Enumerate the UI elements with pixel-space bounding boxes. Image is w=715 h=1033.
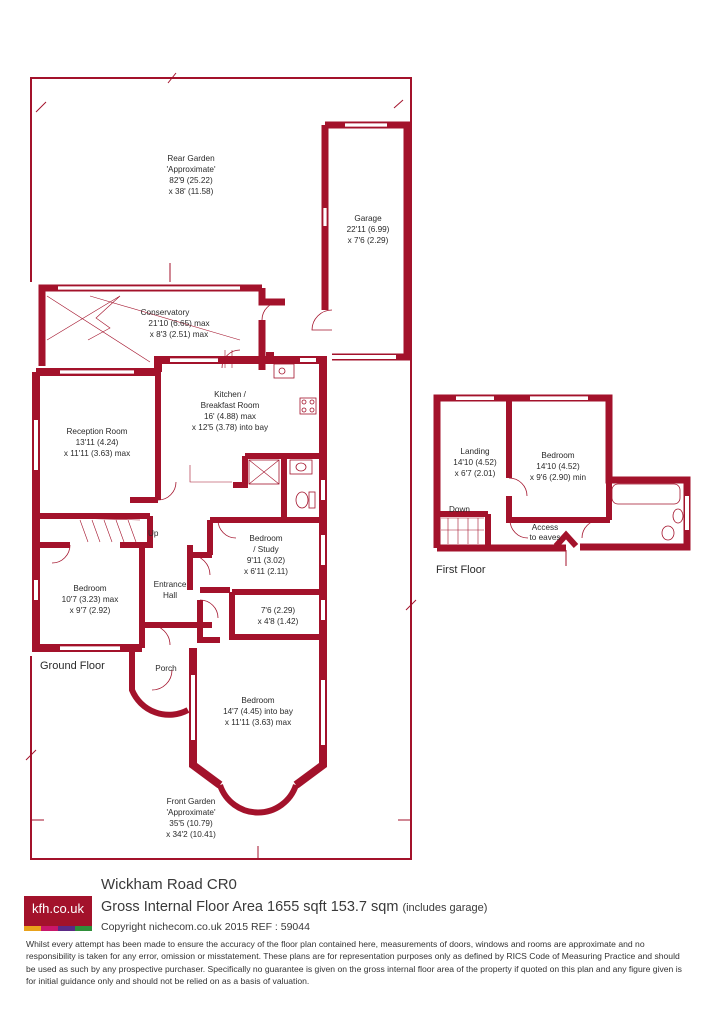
gia-main: Gross Internal Floor Area 1655 sqft 153.… bbox=[101, 899, 399, 915]
plot-boundary bbox=[25, 72, 417, 860]
room-label-front-garden: Front Garden 'Approximate' 35'5 (10.79) … bbox=[166, 797, 216, 839]
svg-text:Hall: Hall bbox=[163, 591, 177, 600]
svg-text:Rear Garden: Rear Garden bbox=[167, 154, 215, 163]
room-label-bedroom-first: Bedroom 14'10 (4.52) x 9'6 (2.90) min bbox=[530, 451, 587, 482]
svg-text:13'11 (4.24): 13'11 (4.24) bbox=[76, 438, 119, 447]
stairs-down-label: Down bbox=[449, 505, 470, 514]
house-walls bbox=[32, 352, 327, 816]
room-label-eaves: Access to eaves bbox=[530, 523, 561, 542]
svg-text:22'11 (6.99): 22'11 (6.99) bbox=[347, 225, 390, 234]
garage-walls bbox=[311, 121, 411, 361]
kfh-logo: kfh.co.uk bbox=[24, 896, 92, 931]
room-label-rear-garden: Rear Garden 'Approximate' 82'9 (25.22) x… bbox=[166, 154, 216, 196]
svg-text:x 9'6 (2.90) min: x 9'6 (2.90) min bbox=[530, 473, 587, 482]
svg-text:'Approximate': 'Approximate' bbox=[166, 808, 216, 817]
svg-text:9'11 (3.02): 9'11 (3.02) bbox=[247, 556, 286, 565]
svg-text:14'10 (4.52): 14'10 (4.52) bbox=[453, 458, 497, 467]
svg-text:to eaves: to eaves bbox=[530, 533, 561, 542]
svg-text:x 38' (11.58): x 38' (11.58) bbox=[169, 187, 214, 196]
room-label-small-room: 7'6 (2.29) x 4'8 (1.42) bbox=[258, 606, 299, 626]
ground-floor-label: Ground Floor bbox=[40, 660, 105, 672]
svg-text:x 8'3 (2.51) max: x 8'3 (2.51) max bbox=[150, 330, 208, 339]
svg-text:/ Study: / Study bbox=[253, 545, 279, 554]
svg-text:x 4'8 (1.42): x 4'8 (1.42) bbox=[258, 617, 299, 626]
room-label-porch: Porch bbox=[155, 664, 177, 673]
room-label-landing: Landing 14'10 (4.52) x 6'7 (2.01) bbox=[453, 447, 497, 478]
svg-text:x 6'7 (2.01): x 6'7 (2.01) bbox=[455, 469, 496, 478]
svg-text:14'10 (4.52): 14'10 (4.52) bbox=[536, 462, 580, 471]
svg-text:Kitchen /: Kitchen / bbox=[214, 390, 247, 399]
svg-text:Porch: Porch bbox=[155, 664, 177, 673]
room-label-garage: Garage 22'11 (6.99) x 7'6 (2.29) bbox=[347, 214, 390, 245]
svg-text:82'9 (25.22): 82'9 (25.22) bbox=[169, 176, 213, 185]
room-label-reception: Reception Room 13'11 (4.24) x 11'11 (3.6… bbox=[64, 427, 130, 458]
copyright-line: Copyright nichecom.co.uk 2015 REF : 5904… bbox=[101, 921, 310, 933]
disclaimer-text: Whilst every attempt has been made to en… bbox=[26, 939, 682, 987]
svg-text:x 6'11 (2.11): x 6'11 (2.11) bbox=[244, 567, 288, 576]
svg-text:Entrance: Entrance bbox=[154, 580, 187, 589]
svg-text:'Approximate': 'Approximate' bbox=[166, 165, 216, 174]
interior-walls bbox=[33, 349, 323, 691]
first-floor-walls bbox=[433, 394, 691, 566]
property-address: Wickham Road CR0 bbox=[101, 876, 237, 893]
svg-text:x 9'7 (2.92): x 9'7 (2.92) bbox=[70, 606, 111, 615]
logo-color-bars bbox=[24, 926, 92, 931]
svg-text:Front Garden: Front Garden bbox=[167, 797, 216, 806]
svg-text:Bedroom: Bedroom bbox=[249, 534, 282, 543]
svg-text:10'7 (3.23) max: 10'7 (3.23) max bbox=[62, 595, 119, 604]
stairs-up-label: Up bbox=[148, 529, 159, 538]
svg-text:x 7'6 (2.29): x 7'6 (2.29) bbox=[348, 236, 389, 245]
svg-text:x 12'5 (3.78) into bay: x 12'5 (3.78) into bay bbox=[192, 423, 269, 432]
svg-text:21'10 (6.65) max: 21'10 (6.65) max bbox=[148, 319, 209, 328]
svg-text:Bedroom: Bedroom bbox=[241, 696, 274, 705]
svg-text:Breakfast Room: Breakfast Room bbox=[201, 401, 260, 410]
svg-text:16' (4.88) max: 16' (4.88) max bbox=[204, 412, 256, 421]
svg-text:Landing: Landing bbox=[460, 447, 490, 456]
room-label-bedroom-front: Bedroom 14'7 (4.45) into bay x 11'11 (3.… bbox=[223, 696, 294, 727]
svg-text:Reception Room: Reception Room bbox=[67, 427, 128, 436]
gia-note: (includes garage) bbox=[402, 902, 488, 914]
room-label-conservatory: Conservatory 21'10 (6.65) max x 8'3 (2.5… bbox=[141, 308, 210, 339]
svg-text:Conservatory: Conservatory bbox=[141, 308, 191, 317]
first-floor-label: First Floor bbox=[436, 564, 486, 576]
svg-text:Garage: Garage bbox=[354, 214, 382, 223]
gross-internal-area: Gross Internal Floor Area 1655 sqft 153.… bbox=[101, 899, 487, 915]
svg-text:Access: Access bbox=[532, 523, 558, 532]
room-label-bedroom-study: Bedroom / Study 9'11 (3.02) x 6'11 (2.11… bbox=[244, 534, 288, 576]
room-label-kitchen: Kitchen / Breakfast Room 16' (4.88) max … bbox=[192, 390, 269, 432]
svg-text:14'7 (4.45) into bay: 14'7 (4.45) into bay bbox=[223, 707, 294, 716]
conservatory-walls bbox=[38, 284, 285, 370]
svg-text:x 11'11 (3.63) max: x 11'11 (3.63) max bbox=[225, 718, 291, 727]
svg-text:x 34'2 (10.41): x 34'2 (10.41) bbox=[166, 830, 216, 839]
svg-text:7'6 (2.29): 7'6 (2.29) bbox=[261, 606, 296, 615]
svg-text:Bedroom: Bedroom bbox=[541, 451, 574, 460]
svg-text:x 11'11 (3.63) max: x 11'11 (3.63) max bbox=[64, 449, 130, 458]
logo-text: kfh.co.uk bbox=[31, 901, 85, 916]
room-label-bedroom-left: Bedroom 10'7 (3.23) max x 9'7 (2.92) bbox=[62, 584, 119, 615]
room-label-entrance-hall: Entrance Hall bbox=[154, 580, 187, 600]
svg-text:35'5 (10.79): 35'5 (10.79) bbox=[169, 819, 213, 828]
svg-text:Bedroom: Bedroom bbox=[73, 584, 106, 593]
